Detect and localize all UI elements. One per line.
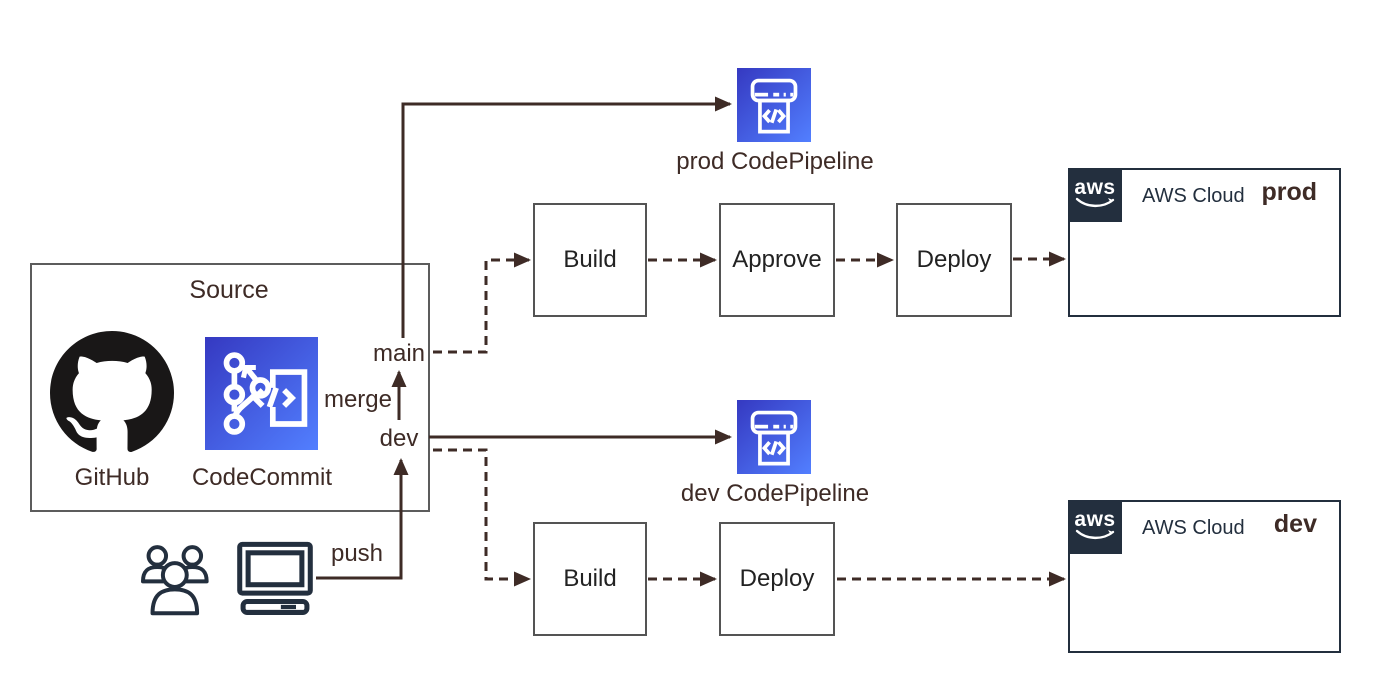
codepipeline-prod-icon — [737, 68, 811, 142]
github-icon — [50, 331, 174, 452]
merge-label: merge — [323, 386, 392, 413]
stage-dev-build-label: Build — [563, 565, 617, 592]
dev-codepipeline-label: dev CodePipeline — [680, 480, 870, 507]
aws-smile-icon — [1075, 529, 1115, 540]
push-label: push — [330, 540, 384, 567]
computer-icon — [237, 541, 313, 615]
stage-dev-deploy-label: Deploy — [739, 565, 815, 592]
stage-prod-deploy-label: Deploy — [916, 246, 992, 273]
prod-codepipeline-label: prod CodePipeline — [676, 148, 874, 175]
env-prod-label: prod — [1261, 178, 1317, 206]
stage-prod-build-label: Build — [563, 246, 617, 273]
source-group-title: Source — [189, 276, 269, 304]
stage-prod-build: Build — [533, 203, 647, 317]
codecommit-icon — [205, 337, 318, 450]
aws-logo-icon: aws — [1068, 168, 1122, 222]
github-label: GitHub — [74, 464, 150, 491]
stage-prod-approve-label: Approve — [732, 246, 822, 273]
aws-logo-text: aws — [1074, 176, 1116, 199]
stage-prod-approve: Approve — [719, 203, 835, 317]
users-icon — [140, 545, 209, 616]
aws-cloud-prod-label: AWS Cloud — [1142, 185, 1245, 207]
aws-logo-text: aws — [1074, 508, 1116, 531]
stage-dev-deploy: Deploy — [719, 522, 835, 636]
stage-prod-deploy: Deploy — [896, 203, 1012, 317]
connector-dev-to-build — [433, 448, 531, 587]
aws-cloud-dev-label: AWS Cloud — [1142, 517, 1245, 539]
codepipeline-dev-icon — [737, 400, 811, 474]
stage-dev-build: Build — [533, 522, 647, 636]
branch-main-label: main — [372, 340, 426, 367]
aws-cloud-prod-box: aws AWS Cloud prod — [1068, 168, 1341, 317]
connector-main-to-build — [433, 252, 531, 354]
env-dev-label: dev — [1273, 510, 1317, 538]
aws-smile-icon — [1075, 197, 1115, 208]
branch-dev-label: dev — [379, 425, 419, 452]
aws-cloud-dev-box: aws AWS Cloud dev — [1068, 500, 1341, 653]
aws-logo-icon: aws — [1068, 500, 1122, 554]
codecommit-label: CodeCommit — [191, 464, 333, 491]
